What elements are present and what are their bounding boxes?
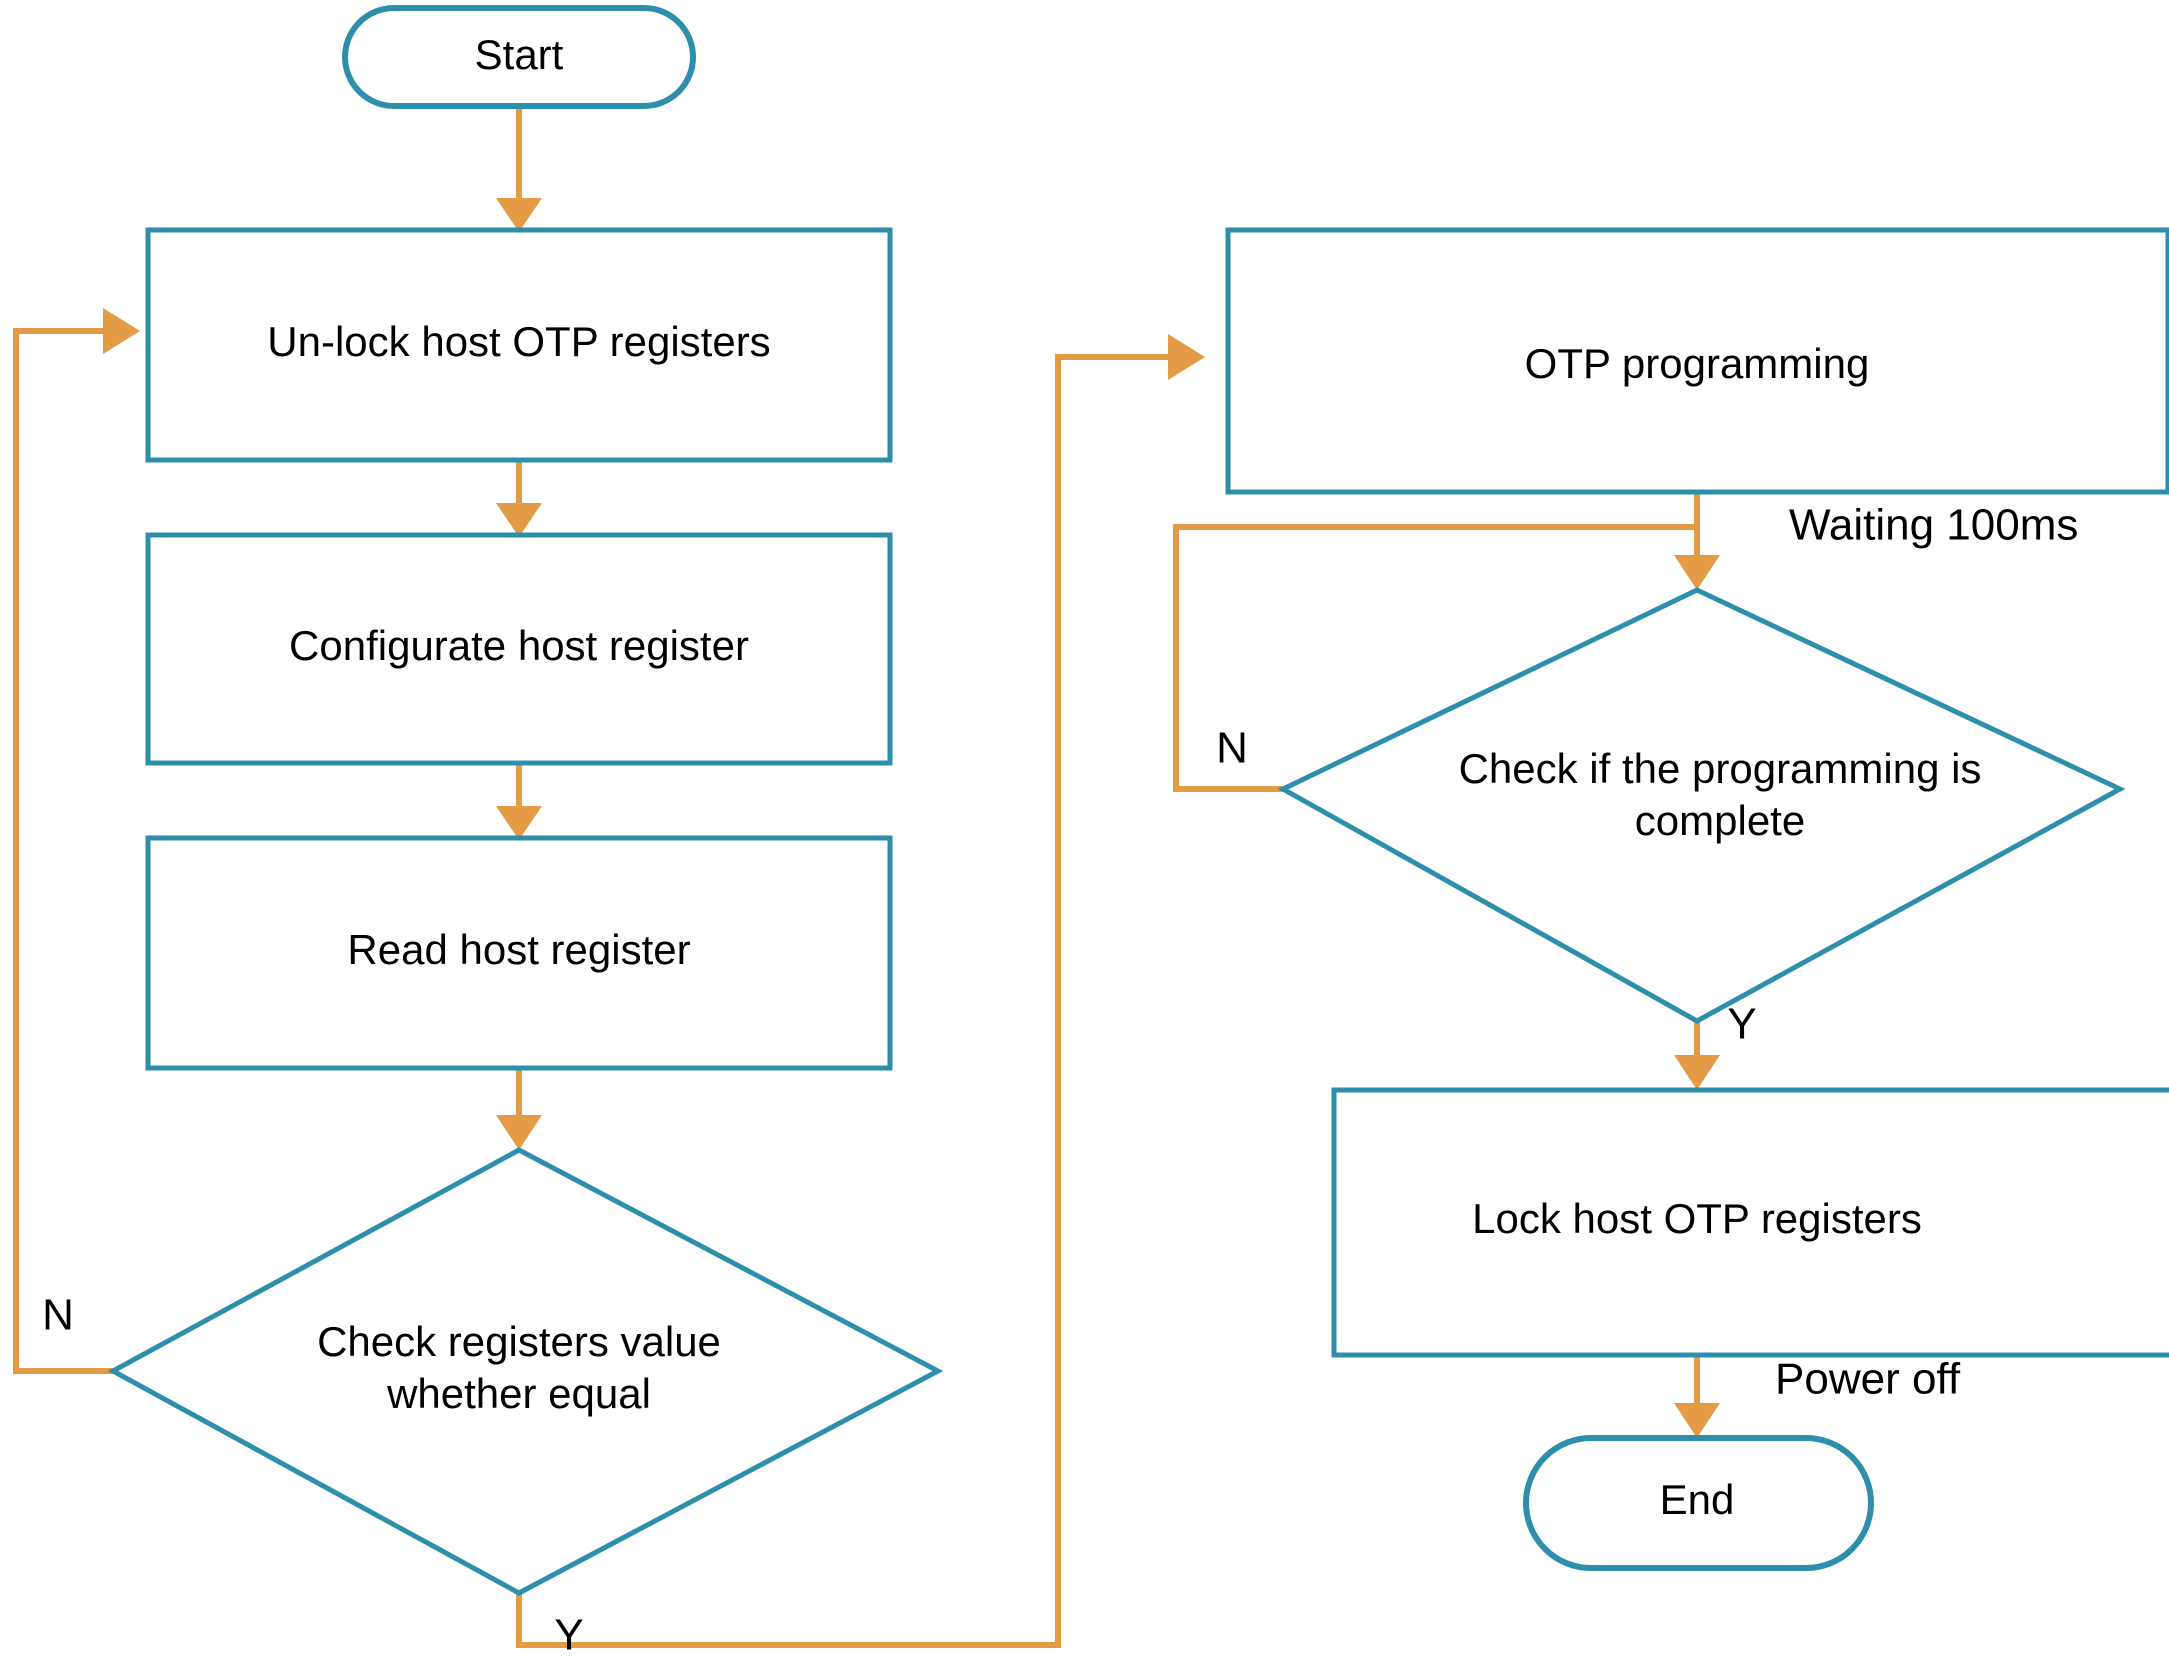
- node-otp-programming[interactable]: [1225, 227, 2169, 495]
- node-end[interactable]: [1523, 1435, 1874, 1571]
- node-configure-label: Configurate host register: [289, 622, 749, 669]
- connector-check-complete-no-loop: [1173, 524, 1697, 792]
- node-lock-label: Lock host OTP registers: [1472, 1195, 1922, 1242]
- arrowhead-otp-to-check-complete: [1674, 555, 1720, 590]
- node-start[interactable]: [342, 5, 696, 109]
- arrowhead-start-to-unlock: [496, 198, 542, 232]
- arrowhead-check-complete-yes: [1674, 1055, 1720, 1090]
- edge-label-check-equal-yes: Y: [554, 1611, 583, 1660]
- arrowhead-check-equal-yes-loop: [1168, 334, 1205, 380]
- node-check-equal[interactable]: [107, 1147, 944, 1596]
- node-otp-programming-label: OTP programming: [1525, 340, 1870, 387]
- edge-label-check-complete-no: N: [1216, 724, 1248, 773]
- node-unlock-label: Un-lock host OTP registers: [267, 318, 770, 365]
- node-check-equal-label-line1: Check registers value: [317, 1318, 721, 1365]
- arrowhead-read-to-check-equal: [496, 1115, 542, 1150]
- connector-check-equal-yes-loop: [516, 354, 1170, 1648]
- node-read-label: Read host register: [347, 926, 690, 973]
- arrowhead-unlock-to-configure: [496, 503, 542, 537]
- edge-label-check-complete-yes: Y: [1727, 1000, 1756, 1049]
- node-configure[interactable]: [145, 532, 893, 766]
- node-read[interactable]: [145, 835, 893, 1071]
- node-lock[interactable]: [1331, 1087, 2169, 1358]
- node-check-complete-label-line2: complete: [1635, 797, 1805, 844]
- edge-label-check-equal-no: N: [42, 1291, 74, 1340]
- edge-label-waiting: Waiting 100ms: [1789, 501, 2078, 550]
- edge-label-power-off: Power off: [1775, 1355, 1961, 1404]
- node-check-equal-label-line2: whether equal: [386, 1370, 651, 1417]
- node-check-complete[interactable]: [1277, 587, 2126, 1024]
- arrowhead-lock-to-end: [1674, 1403, 1720, 1438]
- arrowhead-configure-to-read: [496, 806, 542, 840]
- connector-check-equal-no-loop: [13, 328, 113, 1374]
- node-end-label: End: [1660, 1476, 1735, 1523]
- node-start-label: Start: [475, 31, 564, 78]
- node-check-complete-label-line1: Check if the programming is: [1459, 745, 1982, 792]
- arrowhead-check-equal-no-loop: [103, 308, 140, 354]
- node-unlock[interactable]: [145, 227, 893, 463]
